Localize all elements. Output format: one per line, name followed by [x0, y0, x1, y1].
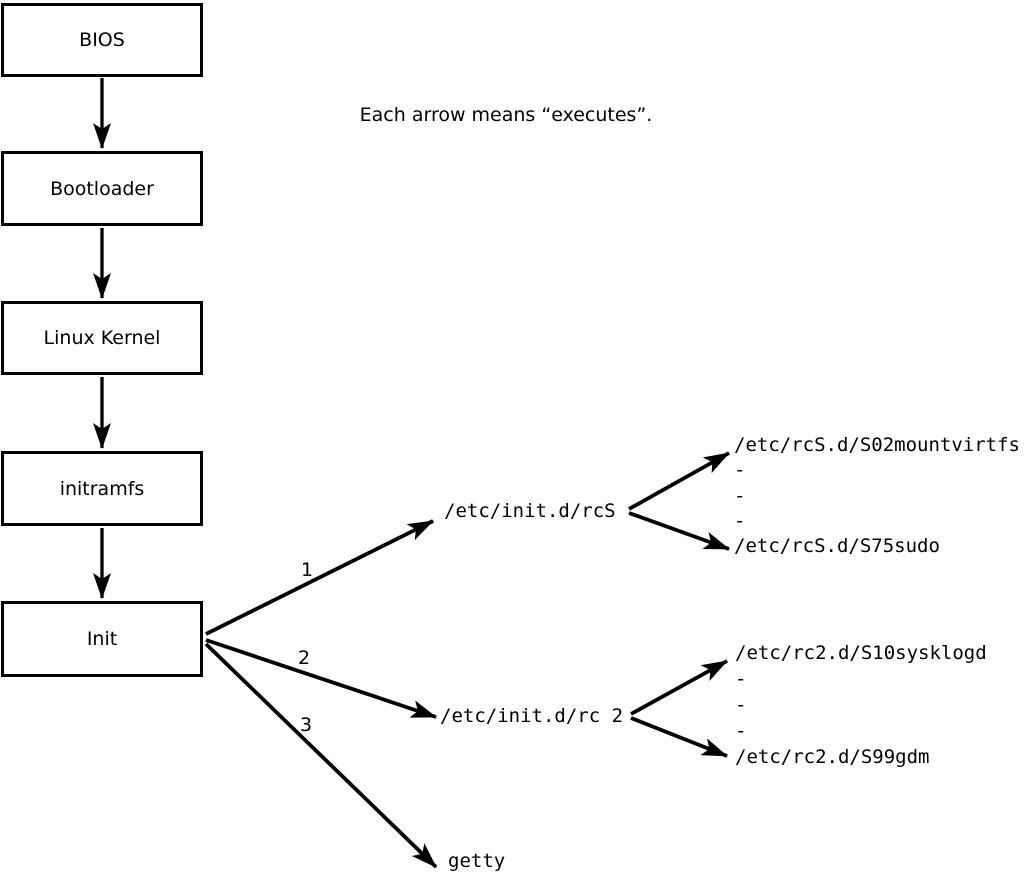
label-rcs-child-s02mountvirtfs: /etc/rcS.d/S02mountvirtfs: [734, 434, 1020, 456]
node-bootloader-label: Bootloader: [50, 177, 154, 200]
arrow-init-to-rc2: [205, 638, 437, 719]
legend-note: Each arrow means “executes”.: [359, 104, 653, 126]
arrow-init-to-getty: [204, 642, 438, 869]
node-bootloader: Bootloader: [1, 151, 203, 226]
branch-number-1: 1: [300, 559, 314, 581]
node-initramfs-label: initramfs: [59, 477, 145, 500]
label-init-d-rcs: /etc/init.d/rcS: [444, 500, 616, 522]
label-getty: getty: [448, 850, 506, 872]
branch-number-2: 2: [297, 647, 311, 669]
arrow-init-to-rcs: [205, 519, 434, 636]
node-bios: BIOS: [1, 3, 203, 77]
label-rc2-child-s10sysklogd: /etc/rc2.d/S10sysklogd: [735, 642, 987, 664]
branch-number-3: 3: [299, 714, 313, 736]
label-rc2-child-dash: -: [735, 720, 747, 742]
label-rcs-child-dash: -: [734, 485, 746, 507]
label-rc2-child-s99gdm: /etc/rc2.d/S99gdm: [735, 746, 930, 768]
node-linux-kernel: Linux Kernel: [1, 301, 203, 375]
node-linux-kernel-label: Linux Kernel: [43, 327, 161, 349]
label-rcs-child-dash: -: [734, 459, 746, 481]
node-init: Init: [1, 601, 203, 677]
arrow-rcs-to-s75sudo: [628, 511, 730, 551]
node-initramfs: initramfs: [1, 451, 203, 526]
label-rcs-child-dash: -: [734, 510, 746, 532]
label-rcs-child-s75sudo: /etc/rcS.d/S75sudo: [734, 535, 940, 557]
arrow-rcs-to-s02mountvirtfs: [628, 451, 730, 511]
arrow-rc2-to-s10sysklogd: [630, 659, 728, 716]
label-rc2-child-dash: -: [735, 668, 747, 690]
label-rc2-child-dash: -: [735, 694, 747, 716]
arrow-rc2-to-s99gdm: [630, 716, 728, 758]
node-init-label: Init: [86, 628, 118, 650]
label-init-d-rc2: /etc/init.d/rc 2: [440, 705, 624, 727]
node-bios-label: BIOS: [79, 29, 125, 51]
